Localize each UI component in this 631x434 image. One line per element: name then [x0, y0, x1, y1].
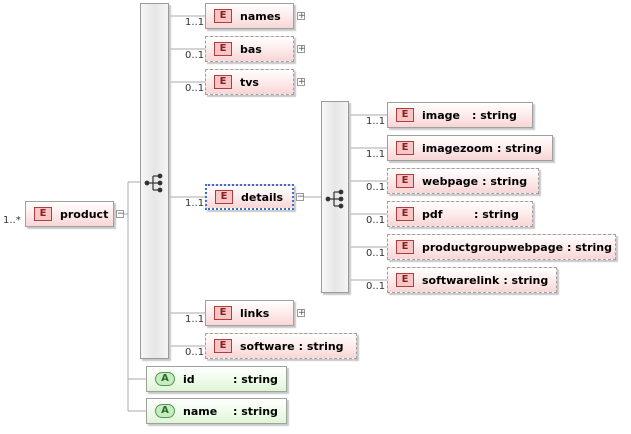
expand-icon[interactable]: + — [297, 11, 306, 21]
element-links[interactable]: E links — [205, 300, 294, 326]
details-cardinality: 1..1 — [185, 198, 205, 209]
product-cardinality: 1..* — [3, 215, 21, 226]
attribute-type: : string — [233, 404, 278, 418]
element-names[interactable]: E names — [205, 3, 294, 29]
element-details[interactable]: E details — [205, 184, 294, 210]
element-tvs[interactable]: E tvs — [205, 69, 294, 95]
element-name: webpage — [422, 174, 479, 188]
element-icon: E — [396, 207, 414, 221]
element-product[interactable]: E product — [25, 201, 114, 227]
element-name: links — [240, 306, 270, 320]
sequence-icon — [325, 189, 344, 209]
element-name: pdf — [422, 207, 443, 221]
element-icon: E — [214, 9, 232, 23]
collapse-icon[interactable]: − — [116, 209, 125, 219]
element-bas[interactable]: E bas — [205, 36, 294, 62]
element-icon: E — [396, 108, 414, 122]
productgroupwebpage-cardinality: 0..1 — [366, 248, 386, 259]
element-type: : string — [474, 207, 519, 221]
image-cardinality: 1..1 — [366, 116, 386, 127]
element-name: image — [422, 108, 460, 122]
element-type: : string — [298, 339, 344, 353]
element-icon: E — [396, 273, 414, 287]
element-icon: E — [215, 190, 233, 204]
element-icon: E — [214, 42, 232, 56]
details-sequence-compositor[interactable] — [321, 101, 349, 293]
element-icon: E — [34, 207, 52, 221]
names-cardinality: 1..1 — [185, 17, 205, 28]
attribute-type: : string — [233, 372, 278, 386]
element-name: names — [240, 9, 281, 23]
links-cardinality: 1..1 — [185, 314, 205, 325]
expand-icon[interactable]: + — [297, 77, 306, 87]
element-type: : string — [482, 174, 528, 188]
element-type: : string — [472, 108, 517, 122]
element-icon: E — [214, 306, 232, 320]
element-name: softwarelink — [422, 273, 500, 287]
collapse-icon[interactable]: − — [296, 192, 305, 202]
element-icon: E — [396, 141, 414, 155]
bas-cardinality: 0..1 — [185, 50, 205, 61]
attribute-id[interactable]: A id : string — [146, 366, 287, 392]
element-name: product — [60, 207, 109, 221]
element-type: : string — [496, 141, 542, 155]
attribute-name: name — [183, 404, 218, 418]
element-icon: E — [214, 75, 232, 89]
softwarelink-cardinality: 0..1 — [366, 281, 386, 292]
element-icon: E — [396, 174, 414, 188]
software-cardinality: 0..1 — [185, 347, 205, 358]
element-type: : string — [567, 240, 612, 254]
element-productgroupwebpage[interactable]: E productgroupwebpage : string — [387, 234, 616, 260]
element-software[interactable]: E software : string — [205, 333, 357, 359]
expand-icon[interactable]: + — [297, 308, 306, 318]
element-softwarelink[interactable]: E softwarelink : string — [387, 267, 557, 293]
expand-icon[interactable]: + — [297, 44, 306, 54]
pdf-cardinality: 0..1 — [366, 215, 386, 226]
element-webpage[interactable]: E webpage : string — [387, 168, 539, 194]
element-image[interactable]: E image : string — [387, 102, 533, 128]
element-name: details — [241, 190, 284, 204]
tvs-cardinality: 0..1 — [185, 83, 205, 94]
imagezoom-cardinality: 1..1 — [366, 149, 386, 160]
element-pdf[interactable]: E pdf : string — [387, 201, 533, 227]
webpage-cardinality: 0..1 — [366, 182, 386, 193]
element-name: bas — [240, 42, 262, 56]
element-name: imagezoom — [422, 141, 493, 155]
element-icon: E — [214, 339, 232, 353]
element-type: : string — [503, 273, 549, 287]
attribute-icon: A — [155, 404, 175, 418]
element-name: software — [240, 339, 295, 353]
element-name: productgroupwebpage — [422, 240, 564, 254]
attribute-icon: A — [155, 372, 175, 386]
element-name: tvs — [240, 75, 259, 89]
element-imagezoom[interactable]: E imagezoom : string — [387, 135, 553, 161]
attribute-name: id — [183, 372, 195, 386]
sequence-compositor[interactable] — [140, 3, 169, 359]
sequence-icon — [144, 173, 163, 193]
attribute-name-node[interactable]: A name : string — [146, 398, 287, 424]
element-icon: E — [396, 240, 414, 254]
